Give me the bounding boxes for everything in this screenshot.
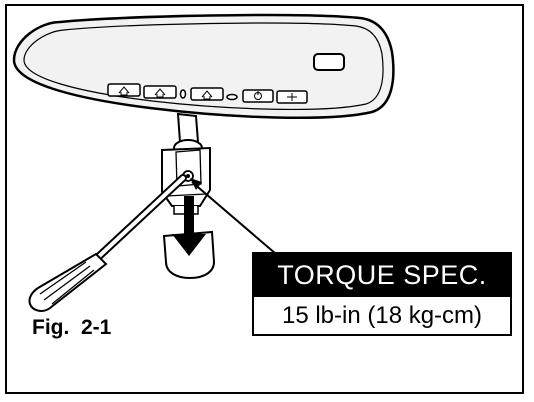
mount-button-icon xyxy=(143,85,177,99)
indicator-led xyxy=(179,89,187,99)
figure-label: Fig. 2-1 xyxy=(32,316,112,339)
indicator-led xyxy=(226,93,238,101)
mirror-stem xyxy=(176,112,200,143)
torque-spec-value: 15 lb-in (18 kg-cm) xyxy=(281,301,483,329)
light-sensor xyxy=(313,53,345,71)
mount-button-icon xyxy=(190,87,224,101)
mirror-glass-edge xyxy=(23,22,384,111)
callout-leader xyxy=(190,178,277,255)
torque-spec-title: TORQUE SPEC. xyxy=(254,254,510,297)
down-arrow-icon xyxy=(172,196,206,256)
screwdriver-icon xyxy=(28,174,187,312)
torque-spec-box: TORQUE SPEC. 15 lb-in (18 kg-cm) xyxy=(252,252,512,336)
mount-button-icon xyxy=(107,83,141,97)
power-button-icon xyxy=(242,89,274,103)
mirror-icon xyxy=(12,13,395,120)
